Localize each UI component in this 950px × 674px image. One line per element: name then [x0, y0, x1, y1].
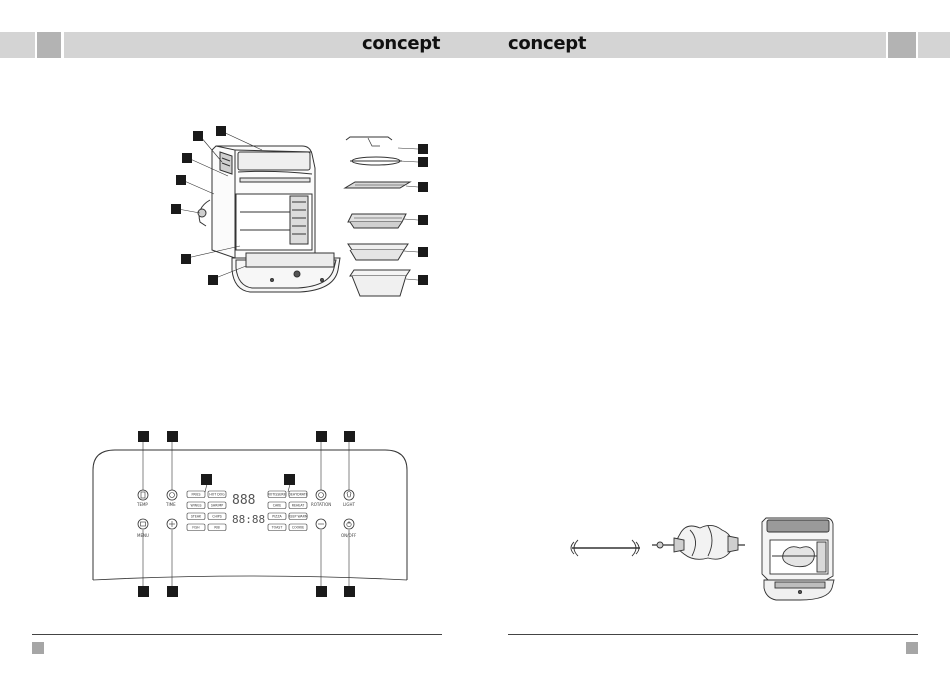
label-rotation: ROTATION: [311, 502, 331, 507]
air-fryer-diagram: [178, 131, 340, 292]
control-panel-diagram: 888 88:88 TEMP TIME MENU ROTATION LIGHT …: [93, 440, 407, 586]
footer-rule-left: [32, 634, 442, 635]
left-preset-label: FISH: [192, 526, 200, 530]
left-preset-label: STEAK: [191, 515, 202, 519]
rotisserie-chicken-diagram: [652, 525, 745, 559]
right-preset-label: ROTISSERIE: [268, 493, 287, 497]
label-light: LIGHT: [343, 502, 356, 507]
display-bottom: 88:88: [232, 513, 265, 526]
right-preset-label: COOKIE: [292, 526, 304, 530]
right-preset-label: CAKE: [273, 504, 282, 508]
digital-display: 888 88:88: [232, 493, 265, 526]
left-preset-label: RIB: [214, 526, 219, 530]
label-temp: TEMP: [136, 502, 148, 507]
label-onoff: ON/OFF: [341, 533, 357, 538]
left-preset-label: SHRIMP: [211, 504, 223, 508]
diagram-callouts-accessories: [418, 144, 428, 285]
air-fryer-rotisserie-diagram: [762, 518, 834, 600]
label-time: TIME: [165, 502, 176, 507]
accessories-diagram: [345, 137, 418, 296]
rotisserie-spit-diagram: [571, 540, 640, 556]
left-preset-label: WINGS: [191, 504, 202, 508]
right-preset-label: KEEP WARM: [288, 515, 307, 519]
right-preset-label: TOAST: [271, 526, 283, 530]
left-preset-label: FRIES: [191, 493, 200, 497]
footer-rule-right: [508, 634, 918, 635]
page-marker-left: [32, 642, 44, 654]
left-preset-label: HOT DOG: [209, 493, 225, 497]
left-preset-label: CHIPS: [212, 515, 222, 519]
label-menu: MENU: [137, 533, 149, 538]
right-preset-label: PIZZA: [272, 515, 282, 519]
right-preset-label: REHEAT: [292, 504, 305, 508]
page-marker-right: [906, 642, 918, 654]
right-preset-label: DEHYDRATE: [288, 493, 307, 497]
display-top: 888: [232, 493, 255, 508]
